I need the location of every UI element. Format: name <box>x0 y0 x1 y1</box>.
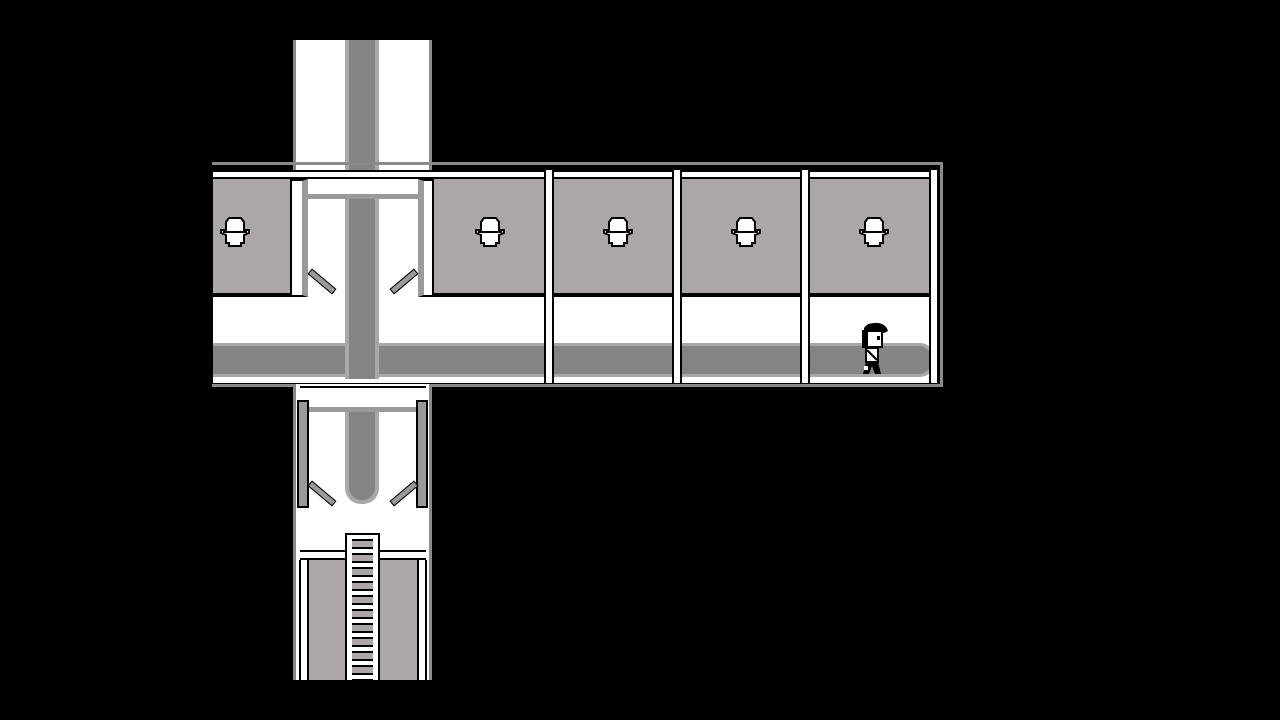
lamp-icon <box>859 217 889 247</box>
junction-path <box>349 199 375 379</box>
floor-path <box>213 346 931 374</box>
pillar <box>672 170 682 383</box>
lamp-icon <box>475 217 505 247</box>
junction-beam <box>300 179 426 199</box>
pillar <box>544 170 554 383</box>
lamp-icon <box>603 217 633 247</box>
pillar <box>800 170 810 383</box>
player-character-icon <box>862 322 888 374</box>
south-post-left <box>297 400 309 508</box>
ladder-icon[interactable] <box>345 533 380 682</box>
lamp-icon <box>220 217 250 247</box>
south-post-right <box>416 400 428 508</box>
pillar <box>299 560 309 680</box>
junction-post-left <box>290 179 308 297</box>
pillar <box>929 170 939 383</box>
south-beam <box>300 386 426 412</box>
junction-post-right <box>418 179 434 297</box>
pillar <box>417 560 427 680</box>
lamp-icon <box>731 217 761 247</box>
wall-top-trim <box>213 170 938 179</box>
south-path <box>349 412 375 500</box>
main-corridor-frame <box>212 162 943 387</box>
